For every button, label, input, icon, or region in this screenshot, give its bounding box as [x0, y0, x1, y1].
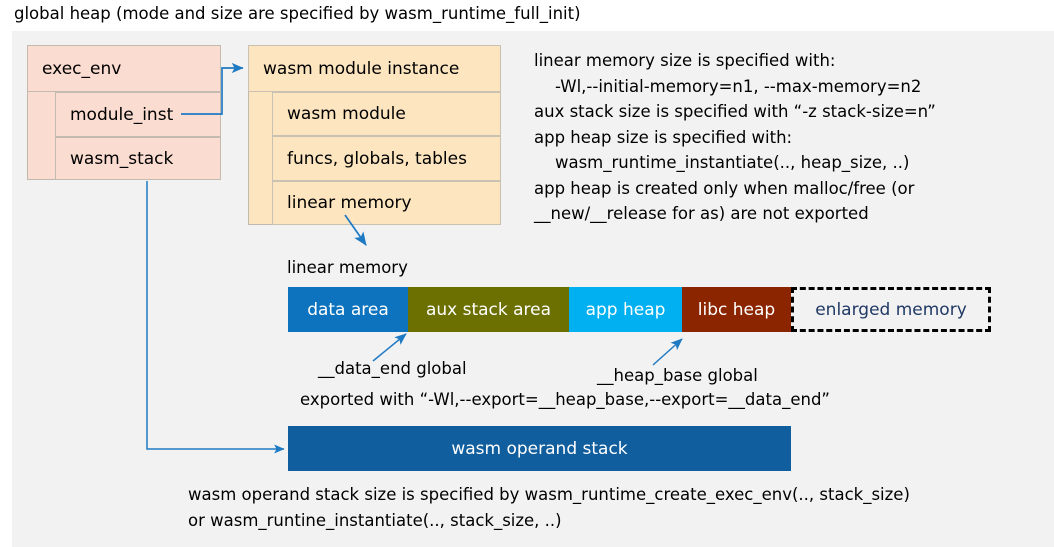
memory-segment-app-heap: app heap [569, 287, 682, 332]
module-instance-row-wasm-module-label: wasm module [287, 104, 406, 124]
exec-env-row-module-inst: module_inst [55, 92, 221, 137]
module-instance-row-wasm-module: wasm module [272, 92, 501, 136]
exec-env-header-label: exec_env [42, 58, 122, 79]
memory-segment-libc-heap: libc heap [682, 287, 791, 332]
exec-env-row-module-inst-label: module_inst [70, 104, 174, 125]
operand-stack-note: wasm operand stack size is specified by … [188, 485, 910, 530]
memory-segment-libc-heap-label: libc heap [697, 299, 776, 320]
module-instance-header-label: wasm module instance [263, 58, 460, 79]
memory-segment-aux-stack-area: aux stack area [408, 287, 569, 332]
wasm-operand-stack-bar: wasm operand stack [288, 426, 791, 471]
linear-memory-bar-label: linear memory [287, 258, 408, 277]
linear-memory-bar: data area aux stack area app heap libc h… [288, 287, 991, 332]
memory-segment-app-heap-label: app heap [585, 299, 666, 320]
module-instance-header: wasm module instance [248, 45, 501, 92]
memory-segment-aux-stack-area-label: aux stack area [425, 299, 552, 320]
annotation-heap-base: __heap_base global [597, 366, 758, 385]
memory-segment-enlarged-memory: enlarged memory [791, 287, 991, 332]
exec-env-header: exec_env [27, 45, 221, 92]
annotation-exported-with: exported with “-Wl,--export=__heap_base,… [300, 390, 830, 409]
memory-segment-data-area: data area [288, 287, 408, 332]
module-instance-row-funcs-globals-tables: funcs, globals, tables [272, 136, 501, 181]
memory-segment-data-area-label: data area [307, 299, 389, 320]
wasm-operand-stack-label: wasm operand stack [451, 438, 628, 459]
module-instance-row-linear-memory-label: linear memory [287, 193, 412, 213]
module-instance-row-linear-memory: linear memory [272, 181, 501, 225]
memory-segment-enlarged-memory-label: enlarged memory [815, 299, 967, 320]
exec-env-row-wasm-stack: wasm_stack [55, 137, 221, 180]
module-instance-row-funcs-globals-tables-label: funcs, globals, tables [287, 148, 467, 169]
page-title: global heap (mode and size are specified… [14, 4, 581, 23]
linear-memory-notes: linear memory size is specified with: -W… [534, 51, 936, 223]
annotation-data-end: __data_end global [318, 359, 467, 378]
exec-env-row-wasm-stack-label: wasm_stack [70, 148, 174, 169]
